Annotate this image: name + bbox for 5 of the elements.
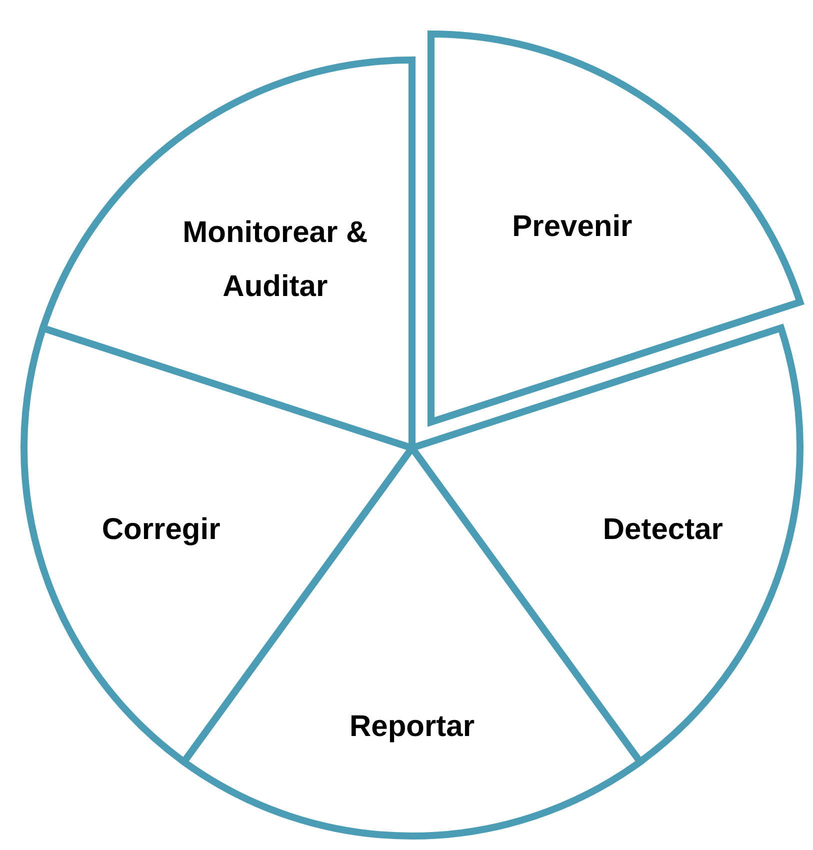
segment-label: Detectar (602, 512, 723, 548)
segment-label: Prevenir (512, 209, 632, 246)
segment-label: Monitorear & Auditar (182, 214, 369, 305)
segment-label: Corregir (102, 512, 220, 548)
segment-label: Reportar (349, 709, 474, 746)
